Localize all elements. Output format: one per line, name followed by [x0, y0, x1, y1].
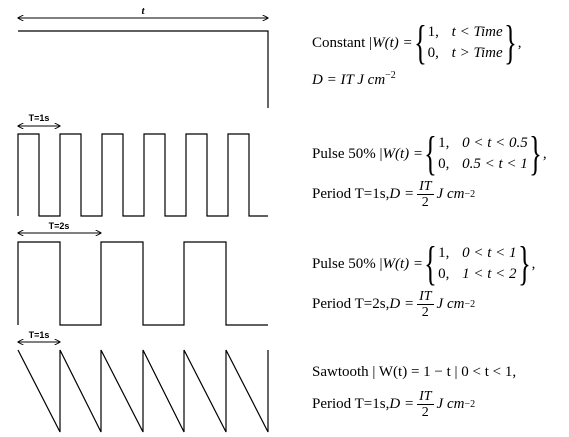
pulse-waveform-1s	[17, 133, 268, 217]
case-condition: t > Time	[451, 45, 503, 61]
constant-prefix: Constant |	[312, 34, 373, 51]
left-brace: {	[424, 236, 437, 290]
pulse2-cases: 1, 0 < t < 1 0, 1 < t < 2	[438, 243, 516, 285]
duration-label: t	[141, 5, 145, 17]
case-condition: 0 < t < 1	[462, 245, 517, 261]
right-brace: }	[503, 15, 517, 69]
case-value: 1,	[427, 24, 439, 40]
case-condition: 1 < t < 2	[462, 266, 517, 282]
pulse-2s-equation: Pulse 50% | W(t) = { 1, 0 < t < 1 0, 1 < t…	[312, 236, 536, 320]
pulse2-func: W(t) =	[382, 255, 424, 272]
constant-waveform	[18, 30, 269, 108]
sawtooth-waveform	[17, 349, 269, 433]
case-condition: 0 < t < 0.5	[462, 135, 528, 151]
dose-lhs: D =	[389, 186, 415, 202]
pulse-waveform-2s	[17, 241, 268, 326]
dose-lhs: D =	[389, 396, 415, 412]
pulse2-prefix: Pulse 50% |	[312, 255, 383, 272]
case-condition: t < Time	[451, 24, 503, 40]
fraction-numerator: IT	[417, 179, 434, 195]
fraction-denominator: 2	[421, 195, 429, 210]
dose-unit: J cm	[436, 396, 465, 412]
case-value: 0,	[438, 266, 450, 282]
dose-exponent: −2	[464, 189, 476, 200]
pulse1-cases: 1, 0 < t < 0.5 0, 0.5 < t < 1	[438, 133, 528, 175]
constant-func: W(t) =	[372, 34, 413, 51]
case-value: 0,	[438, 156, 450, 172]
trailing-comma: ,	[517, 34, 522, 51]
fraction-denominator: 2	[421, 405, 429, 420]
right-brace: }	[528, 126, 542, 180]
sawtooth-definition: Sawtooth | W(t) = 1 − t | 0 < t < 1,	[312, 364, 517, 380]
dose-unit: J cm	[436, 186, 465, 202]
dose-exponent: −2	[464, 299, 476, 310]
case-value: 1,	[438, 245, 450, 261]
dose-lhs: D =	[389, 296, 415, 312]
period-label-2: T=2s	[49, 221, 70, 231]
sawtooth-equation: Sawtooth | W(t) = 1 − t | 0 < t < 1, Per…	[312, 364, 516, 420]
period-label-3: T=1s	[29, 330, 50, 340]
fraction-numerator: IT	[417, 389, 434, 405]
dose-exponent: −2	[464, 399, 476, 410]
pulse-1s-equation: Pulse 50% | W(t) = { 1, 0 < t < 0.5 0, 0.5…	[312, 126, 547, 210]
constant-equation: Constant | W(t) = { 1, t < Time 0, t > Tim…	[312, 15, 522, 89]
pulse1-period: Period T=1s,	[312, 186, 390, 202]
case-value: 1,	[438, 135, 450, 151]
fraction-denominator: 2	[421, 305, 429, 320]
trailing-comma: ,	[542, 145, 547, 162]
pulse2-period: Period T=2s,	[312, 296, 390, 312]
case-value: 0,	[427, 45, 439, 61]
left-brace: {	[413, 15, 427, 69]
case-condition: 0.5 < t < 1	[462, 156, 528, 172]
trailing-comma: ,	[531, 255, 536, 272]
right-brace: }	[517, 236, 531, 290]
fraction-numerator: IT	[417, 289, 434, 305]
sawtooth-period: Period T=1s,	[312, 396, 390, 412]
constant-cases: 1, t < Time 0, t > Time	[428, 22, 503, 64]
waveform-panel: t T=1s T=2s T=1s	[17, 5, 269, 433]
constant-dose: D = IT J cm	[312, 72, 386, 88]
pulse1-func: W(t) =	[382, 145, 424, 162]
dose-exponent: −2	[385, 70, 396, 81]
period-label-1: T=1s	[29, 113, 50, 123]
left-brace: {	[424, 126, 437, 180]
pulse1-prefix: Pulse 50% |	[312, 145, 383, 162]
dose-unit: J cm	[436, 296, 465, 312]
